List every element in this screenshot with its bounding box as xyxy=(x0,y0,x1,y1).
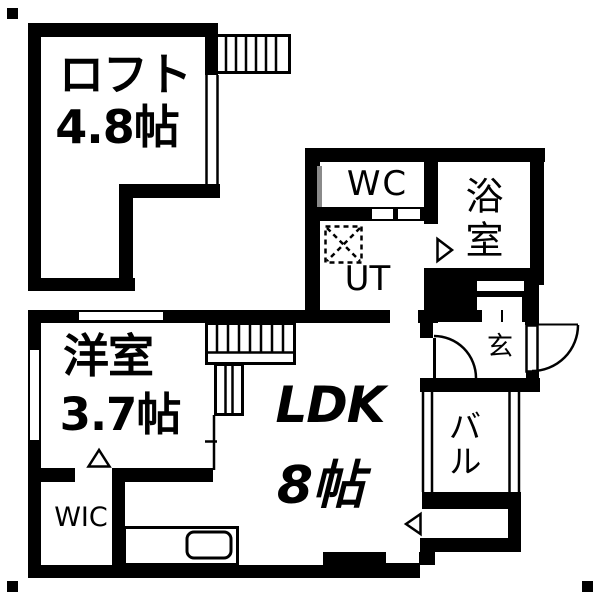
room-label-wic: WIC xyxy=(54,502,108,533)
door-opening xyxy=(390,310,418,323)
wall xyxy=(420,310,433,338)
wall xyxy=(28,278,135,291)
room-label-balcony: バル xyxy=(443,409,482,479)
wall xyxy=(28,23,218,37)
room-label-western: 洋室 xyxy=(63,329,154,383)
bathroom-door-arrow-icon xyxy=(436,236,455,264)
stairs-upper-icon xyxy=(205,34,291,184)
room-label-entrance: 玄 xyxy=(486,332,513,362)
wall xyxy=(526,370,539,380)
wall xyxy=(305,148,320,322)
wall xyxy=(420,378,540,392)
room-label-loft: ロフト xyxy=(58,48,192,101)
wall xyxy=(119,184,133,291)
door-opening xyxy=(424,224,438,268)
room-label-bathroom: 浴室 xyxy=(459,176,503,264)
storage-door-arrow-icon xyxy=(403,511,422,537)
window-slot xyxy=(30,350,39,440)
window-slot xyxy=(79,312,163,320)
wall xyxy=(428,538,521,552)
wall xyxy=(305,148,545,162)
wall xyxy=(112,482,125,565)
room-label-ut: UT xyxy=(344,259,391,299)
wall xyxy=(438,268,544,282)
room-label-ldk: LDK xyxy=(275,376,385,434)
shoe-cabinet-icon xyxy=(477,281,524,322)
room-size-loft: 4.8帖 xyxy=(55,100,180,154)
washing-machine-pan-icon xyxy=(324,225,363,264)
window-slot xyxy=(386,552,419,563)
kitchen-sink-icon xyxy=(185,530,233,560)
stairs-main-icon xyxy=(205,322,296,470)
hall-door-swing-arc xyxy=(433,334,478,379)
balcony-railing-lines xyxy=(508,392,521,494)
wall xyxy=(28,565,420,578)
corner-mark xyxy=(582,581,593,592)
front-door-leaf xyxy=(525,324,539,373)
corner-mark xyxy=(7,8,18,19)
closet-door-marker-icon xyxy=(86,447,112,468)
wall xyxy=(119,184,220,198)
wall xyxy=(508,492,521,545)
corner-mark xyxy=(7,581,18,592)
sliding-door xyxy=(317,166,322,207)
front-door-swing-arc xyxy=(531,324,580,373)
room-size-ldk: 8帖 xyxy=(276,456,364,516)
vanity-icon xyxy=(370,207,422,221)
room-label-wc: WC xyxy=(346,164,409,204)
door-opening xyxy=(75,468,112,482)
wall xyxy=(28,23,41,291)
room-size-western: 3.7帖 xyxy=(59,388,182,441)
balcony-window-lines xyxy=(421,392,434,492)
wall xyxy=(422,492,517,509)
wall xyxy=(530,148,544,285)
